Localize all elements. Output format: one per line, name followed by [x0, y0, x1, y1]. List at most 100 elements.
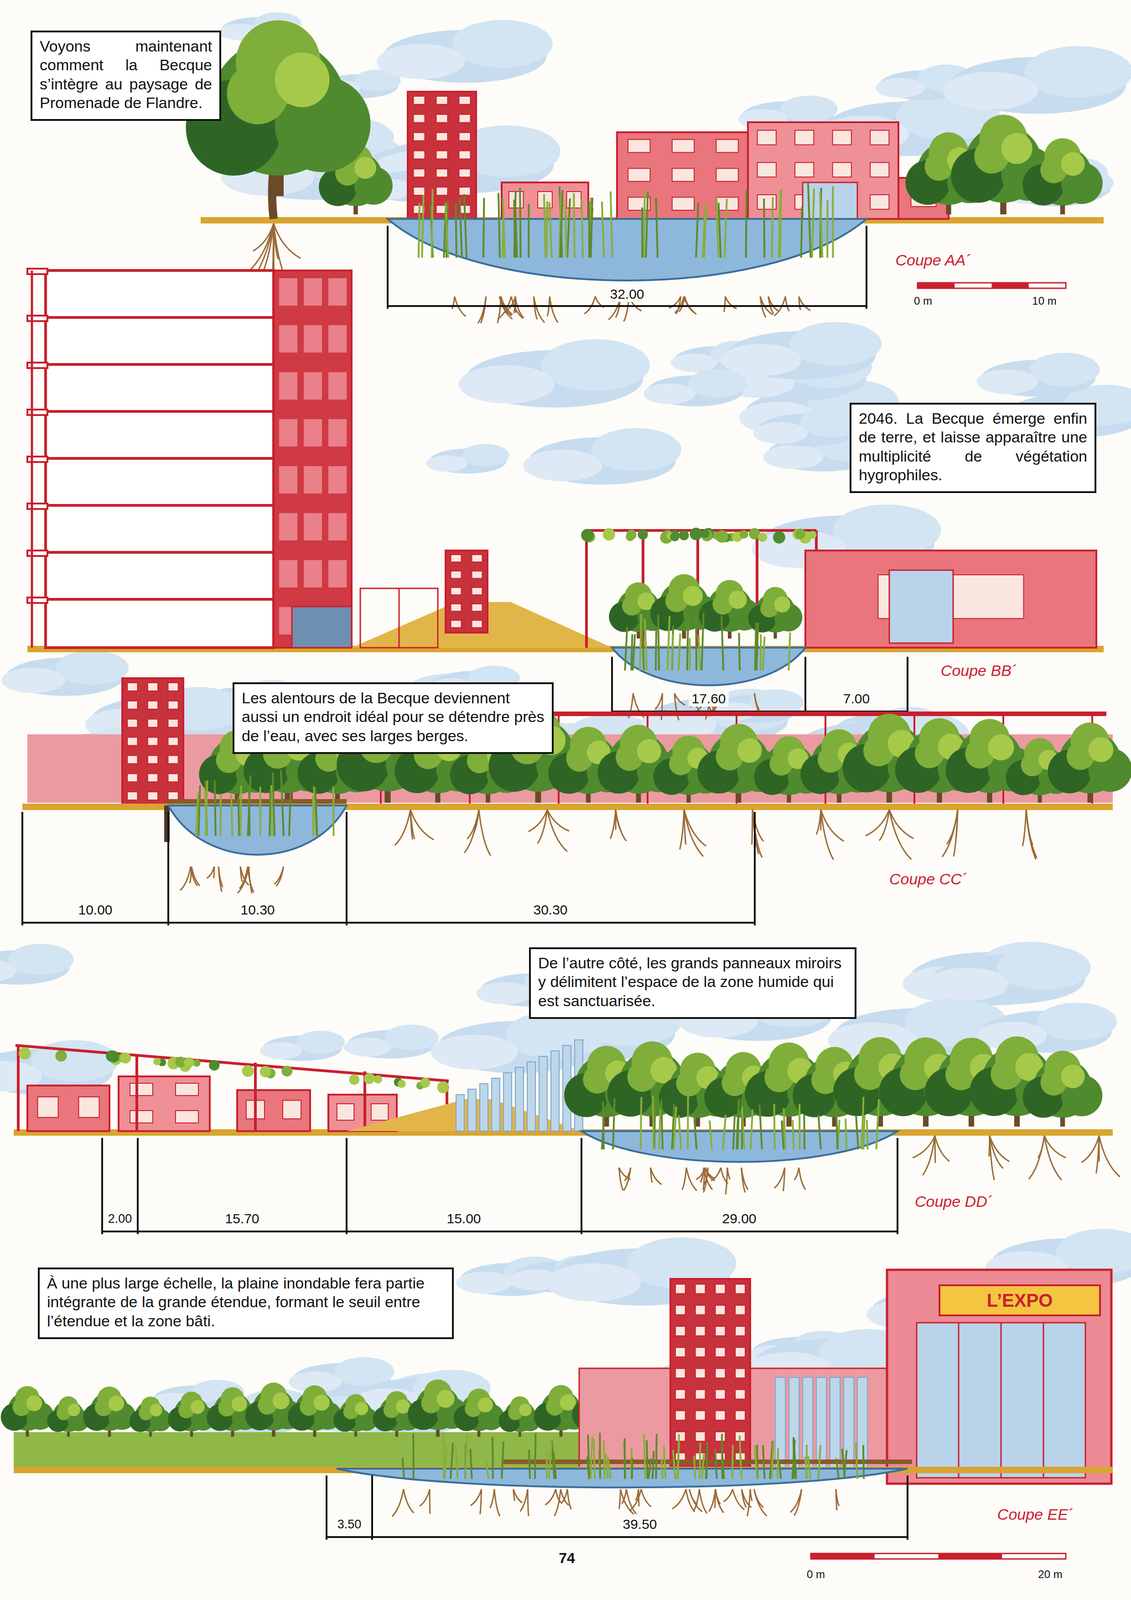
cloud — [643, 383, 696, 405]
dimension-tick — [167, 811, 170, 926]
reed — [866, 1119, 868, 1150]
reed — [590, 1436, 593, 1479]
caption-text: À une plus large échelle, la plaine inon… — [46, 1273, 445, 1331]
window — [757, 162, 777, 177]
vine — [581, 529, 594, 542]
window — [472, 570, 483, 579]
reed — [644, 618, 647, 671]
window — [472, 554, 483, 562]
reed — [812, 188, 815, 258]
window — [168, 791, 179, 800]
roots — [709, 1488, 716, 1512]
tree-crown — [682, 586, 703, 607]
window — [675, 1410, 686, 1421]
roots — [684, 296, 694, 312]
cloud — [1024, 46, 1131, 98]
vine — [348, 1074, 360, 1085]
building — [445, 550, 488, 633]
mirror-panel — [527, 1061, 536, 1131]
window — [279, 372, 298, 400]
expo-glass — [916, 1322, 1086, 1478]
building — [118, 1076, 210, 1131]
cloud — [458, 365, 555, 404]
tree-crown — [637, 738, 662, 763]
window — [413, 114, 426, 123]
floor-slab — [45, 316, 274, 319]
scale-label: 20 m — [1035, 1567, 1065, 1581]
reed — [762, 1444, 765, 1479]
dimension: 10.30 — [237, 902, 278, 918]
water-basin — [387, 218, 867, 281]
floor-slab — [45, 503, 274, 507]
reed — [673, 1449, 676, 1479]
vine — [153, 1057, 161, 1065]
reed — [445, 202, 449, 258]
roots — [243, 223, 274, 276]
roots — [953, 809, 958, 857]
reed — [762, 636, 765, 671]
roots — [464, 809, 479, 853]
window — [735, 1284, 746, 1294]
window — [459, 168, 471, 177]
window — [627, 139, 650, 153]
roots — [555, 1488, 561, 1503]
reed — [491, 1436, 494, 1479]
window — [436, 114, 448, 123]
window — [695, 1326, 706, 1336]
window — [127, 719, 138, 728]
reed — [798, 1104, 801, 1150]
cloud — [687, 369, 748, 398]
clouds — [0, 12, 1131, 1437]
roots — [635, 1488, 639, 1501]
reed — [694, 1113, 697, 1150]
roots — [700, 1167, 704, 1183]
caption-text: Les alentours de la Becque deviennent au… — [241, 688, 545, 746]
dimension-line — [326, 1535, 908, 1538]
window — [675, 1431, 686, 1442]
reed — [671, 634, 674, 671]
mirror-panel — [539, 1056, 548, 1131]
roots — [549, 296, 558, 323]
reed — [658, 1108, 661, 1150]
dimension-tick — [371, 1475, 374, 1540]
tree-crown — [1061, 152, 1085, 177]
window — [147, 682, 158, 691]
dimension: 3.50 — [334, 1517, 365, 1532]
window — [147, 791, 158, 800]
reed — [486, 1458, 489, 1479]
roots — [472, 809, 479, 835]
window — [328, 372, 347, 400]
reed — [792, 1120, 794, 1150]
tree-crown — [190, 1399, 205, 1414]
window — [675, 1284, 686, 1294]
caption-text: Voyons maintenant comment la Becque s’in… — [39, 36, 213, 113]
window — [328, 278, 347, 306]
cloud — [540, 339, 651, 392]
window — [328, 513, 347, 541]
page-number: 74 — [555, 1549, 578, 1567]
roots — [240, 866, 243, 882]
vine — [363, 1073, 375, 1085]
vine — [437, 1081, 450, 1094]
roots — [470, 1488, 482, 1506]
window — [672, 168, 695, 182]
roots — [684, 809, 704, 857]
section-title: Coupe AA´ — [892, 251, 974, 270]
window — [168, 719, 179, 728]
cloud — [523, 449, 602, 482]
reed — [781, 1120, 784, 1150]
reed — [601, 1120, 604, 1150]
dimension: 15.70 — [222, 1210, 262, 1227]
reed — [694, 1455, 696, 1479]
path-perspective — [351, 601, 613, 648]
reed — [431, 189, 433, 258]
reed — [678, 1115, 681, 1150]
window — [870, 194, 889, 210]
scale-label: 0 m — [911, 294, 935, 308]
window — [168, 682, 179, 691]
cloud — [875, 77, 926, 98]
reed — [630, 1447, 633, 1479]
roots — [934, 1135, 950, 1162]
dimension-tick — [136, 1137, 139, 1235]
sign-text: L’EXPO — [982, 1289, 1058, 1312]
